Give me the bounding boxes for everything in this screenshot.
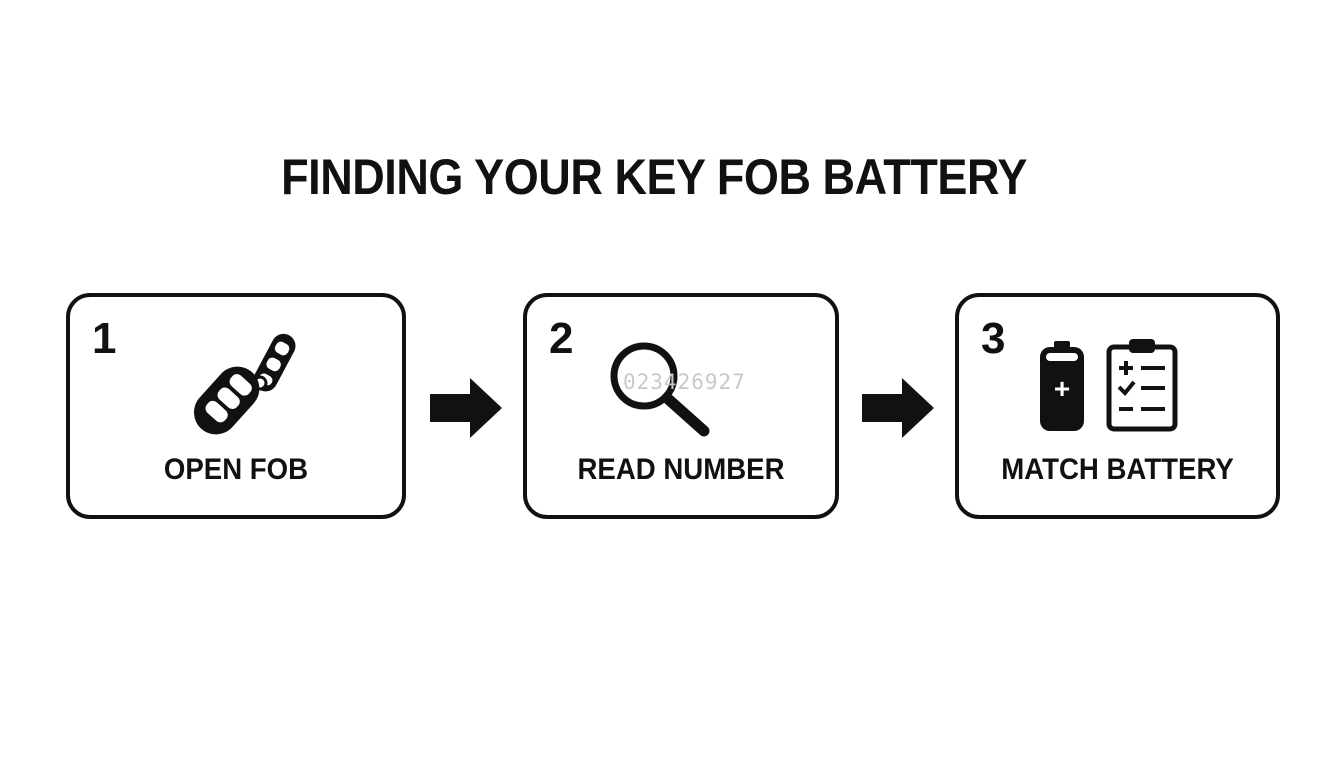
step-card-match-battery: 3 + MATCH BATTERY xyxy=(955,293,1280,519)
diagram-title: FINDING YOUR KEY FOB BATTERY xyxy=(281,149,1027,205)
magnifying-glass-icon xyxy=(610,342,710,437)
step-card-read-number: 2 023426927 READ NUMBER xyxy=(523,293,839,519)
key-fob-icon xyxy=(193,333,296,435)
serial-number-text: 023426927 xyxy=(623,370,746,394)
arrow-right-icon xyxy=(862,378,934,438)
step-number: 2 xyxy=(549,314,574,363)
clipboard-checklist-icon xyxy=(1106,339,1178,432)
step-label: OPEN FOB xyxy=(163,453,309,486)
step-label: MATCH BATTERY xyxy=(1001,453,1234,486)
step-number: 1 xyxy=(92,314,117,363)
battery-plus-symbol: + xyxy=(1053,373,1071,404)
step-label: READ NUMBER xyxy=(577,453,785,486)
step-card-open-fob: 1 OPEN FOB xyxy=(66,293,406,519)
battery-icon xyxy=(1040,341,1084,431)
step-number: 3 xyxy=(981,314,1006,363)
arrow-right-icon xyxy=(430,378,502,438)
